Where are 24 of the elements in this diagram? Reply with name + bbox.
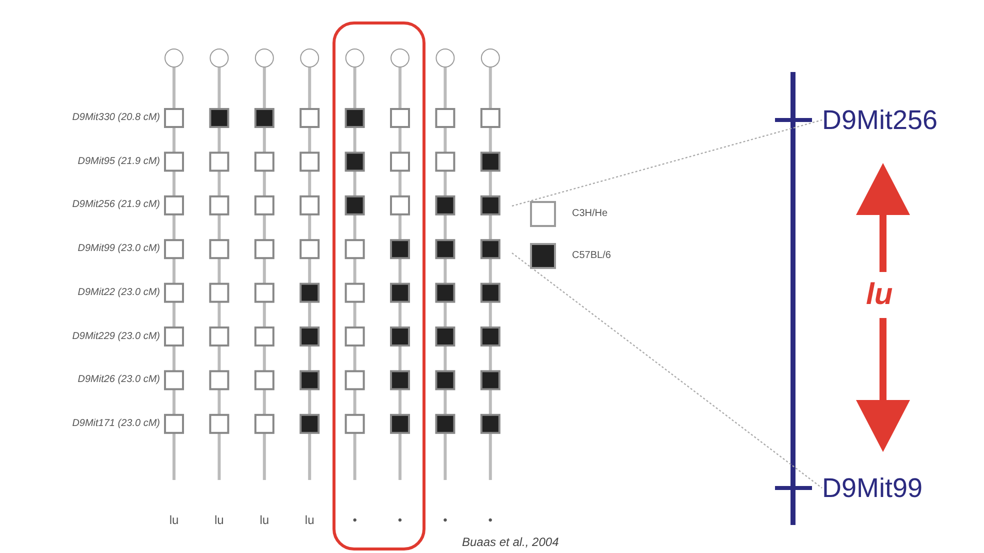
marker-dot: •	[352, 514, 358, 526]
marker-name: D9Mit26 (23.0 cM)	[78, 375, 160, 386]
genotype-label: lu	[304, 514, 316, 526]
marker-name: D9Mit99 (23.0 cM)	[78, 244, 160, 254]
legend-text: C57BL/6	[572, 251, 611, 261]
marker-name: D9Mit22 (23.0 cM)	[78, 288, 160, 298]
marker-name: D9Mit256 (21.9 cM)	[72, 200, 160, 210]
marker-dot: •	[487, 514, 494, 526]
marker-name: D9Mit229 (23.0 cM)	[72, 332, 160, 342]
locus-label: lu	[866, 280, 893, 310]
genotype-label: lu	[258, 514, 270, 526]
leader-line	[512, 119, 822, 207]
citation: Buaas et al., 2004	[462, 536, 559, 548]
legend-text: C3H/He	[572, 209, 608, 219]
genotype-label: lu	[214, 514, 225, 526]
genotype-label: lu	[168, 514, 180, 526]
marker-label: D9Mit256	[822, 102, 972, 138]
marker-name: D9Mit330 (20.8 cM)	[72, 113, 160, 123]
marker-name: D9Mit171 (23.0 cM)	[72, 418, 160, 429]
marker-dot: •	[396, 514, 404, 526]
marker-label: D9Mit99	[822, 470, 972, 506]
marker-name: D9Mit95 (21.9 cM)	[78, 156, 160, 167]
leader-line	[512, 252, 822, 488]
marker-dot: •	[442, 514, 448, 526]
